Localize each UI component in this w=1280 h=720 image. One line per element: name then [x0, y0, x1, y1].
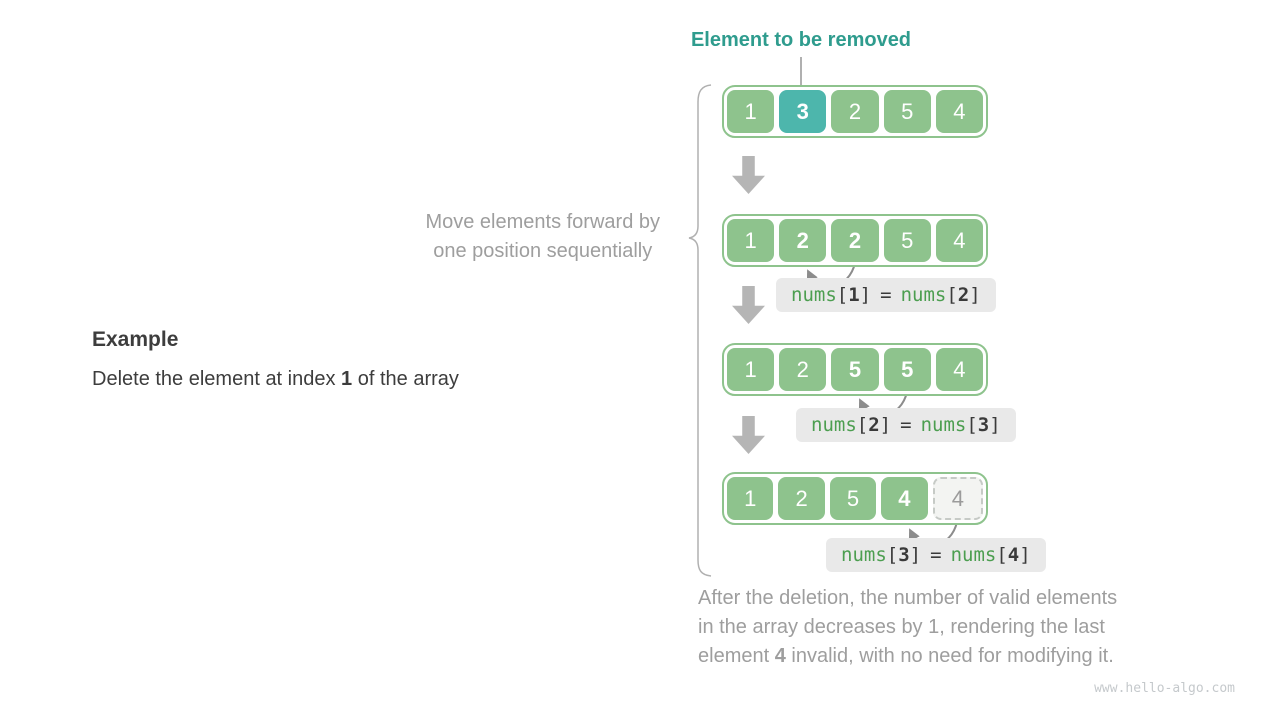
array-step-1: 1 3 2 5 4 [722, 85, 988, 138]
array-cell-moved: 5 [831, 348, 879, 391]
example-description: Delete the element at index 1 of the arr… [92, 368, 459, 390]
code-label-1: nums[1]=nums[2] [776, 278, 996, 312]
arrow-down-icon [732, 286, 765, 324]
array-cell-moved: 2 [779, 219, 827, 262]
array-cell: 2 [831, 90, 879, 133]
code-label-3: nums[3]=nums[4] [826, 538, 1046, 572]
array-cell: 2 [779, 348, 827, 391]
array-cell: 2 [778, 477, 825, 520]
array-step-2: 1 2 2 5 4 [722, 214, 988, 267]
footer-explanation: After the deletion, the number of valid … [698, 584, 1238, 671]
footer-line-1: After the deletion, the number of valid … [698, 587, 1118, 609]
watermark: www.hello-algo.com [1094, 681, 1235, 696]
pointer-line [800, 57, 802, 86]
array-cell: 1 [727, 477, 774, 520]
array-cell: 1 [727, 348, 775, 391]
array-cell: 5 [883, 219, 931, 262]
array-cell-moved: 4 [881, 477, 928, 520]
arrow-down-icon [732, 416, 765, 454]
array-cell: 4 [935, 219, 984, 262]
diagram-title: Element to be removed [690, 29, 912, 51]
array-cell: 4 [935, 90, 984, 133]
array-cell: 1 [727, 90, 775, 133]
footer-line-2: in the array decreases by 1, rendering t… [698, 616, 1105, 638]
array-cell-invalid: 4 [932, 477, 984, 520]
code-label-2: nums[2]=nums[3] [796, 408, 1016, 442]
array-cell-removed: 3 [779, 90, 827, 133]
array-cell: 1 [727, 219, 775, 262]
footer-bold-value: 4 [774, 645, 786, 667]
arrow-down-icon [732, 156, 765, 194]
brace-icon [688, 84, 712, 577]
array-step-4: 1 2 5 4 4 [722, 472, 988, 525]
array-cell: 4 [935, 348, 984, 391]
example-index-bold: 1 [341, 368, 353, 390]
array-cell-moved: 2 [831, 219, 879, 262]
footer-line-3: element 4 invalid, with no need for modi… [698, 645, 1114, 667]
array-cell-moved: 5 [883, 348, 931, 391]
note-line-1: Move elements forward by [425, 211, 660, 233]
array-cell: 5 [829, 477, 877, 520]
example-heading: Example [92, 328, 179, 351]
note-line-2: one position sequentially [433, 240, 653, 262]
array-step-3: 1 2 5 5 4 [722, 343, 988, 396]
note-move-elements: Move elements forward by one position se… [425, 208, 660, 266]
array-cell: 5 [883, 90, 931, 133]
